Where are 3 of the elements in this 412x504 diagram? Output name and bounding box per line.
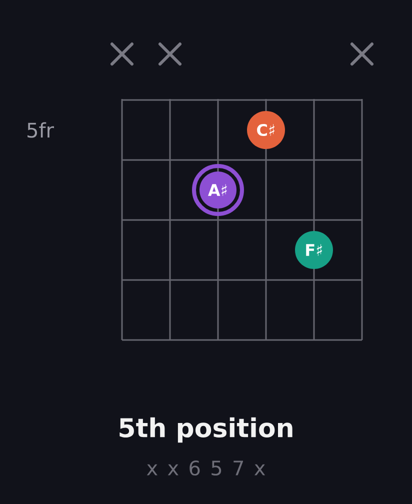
chord-title: 5th position [120,417,292,443]
fret-number: 5fr [28,122,54,138]
fingering-text: x x 6 5 7 x [146,460,266,476]
